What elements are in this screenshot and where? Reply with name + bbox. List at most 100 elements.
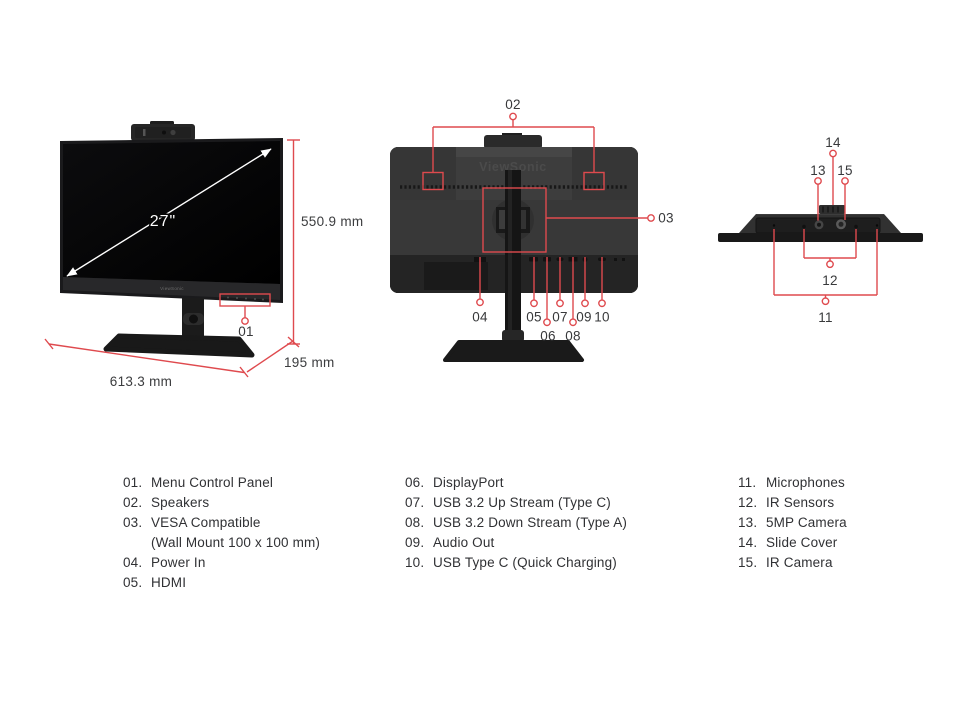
dimension-depth: 195 mm — [246, 336, 335, 373]
legend-label: USB 3.2 Up Stream (Type C) — [433, 494, 611, 510]
legend-item-01: 01. Menu Control Panel — [123, 473, 320, 493]
callout-01-label: 01 — [238, 324, 254, 339]
callout-audio-out: 09 — [576, 257, 592, 325]
callout-10-label: 10 — [594, 310, 610, 325]
legend-label: USB Type C (Quick Charging) — [433, 554, 617, 570]
callout-08-label: 08 — [565, 329, 581, 344]
microphone-left — [772, 224, 776, 227]
legend-label: Power In — [151, 554, 206, 570]
legend-label: IR Sensors — [766, 494, 835, 510]
callout-hdmi: 05 — [526, 257, 542, 325]
callout-03-label: 03 — [658, 211, 674, 226]
callout-14-label: 14 — [825, 135, 841, 150]
legend-item-03-cont: (Wall Mount 100 x 100 mm) — [123, 533, 320, 553]
dimension-width: 613.3 mm — [44, 338, 249, 389]
legend-label: Menu Control Panel — [151, 475, 274, 490]
back-brand-logo: ViewSonic — [479, 160, 547, 174]
legend-item-12: 12. IR Sensors — [738, 493, 847, 513]
callout-05-label: 05 — [526, 310, 542, 325]
back-view: ViewSonic 02 03 — [390, 97, 674, 362]
depth-dim-label: 195 mm — [284, 355, 335, 370]
legend-num: 13. — [738, 514, 758, 530]
callout-vesa: 03 — [482, 187, 674, 253]
legend-column-3: 11. Microphones 12. IR Sensors 13. 5MP C… — [738, 473, 847, 573]
legend-item-06: 06. DisplayPort — [405, 473, 627, 493]
callout-microphones: 11 — [773, 229, 878, 325]
legend-item-15: 15. IR Camera — [738, 553, 847, 573]
callout-camera-5mp: 13 — [810, 163, 826, 221]
legend-column-2: 06. DisplayPort 07. USB 3.2 Up Stream (T… — [405, 473, 627, 573]
callout-usb-up: 07 — [552, 257, 568, 325]
ir-sensor-left — [802, 224, 806, 229]
legend-item-10: 10. USB Type C (Quick Charging) — [405, 553, 627, 573]
callout-usb-c: 10 — [594, 257, 610, 325]
legend-num: 14. — [738, 534, 758, 550]
callout-ir-sensors: 12 — [803, 229, 857, 288]
legend-label: Slide Cover — [766, 534, 838, 550]
legend-item-09: 09. Audio Out — [405, 533, 627, 553]
legend-num: 07. — [405, 494, 425, 510]
ir-sensor-right — [854, 224, 858, 229]
legend-label: DisplayPort — [433, 475, 504, 490]
legend-label: HDMI — [151, 574, 187, 590]
front-brand-logo: ViewSonic — [160, 286, 184, 291]
legend-label: USB 3.2 Down Stream (Type A) — [433, 514, 628, 530]
dimension-height: 550.9 mm — [287, 139, 363, 345]
legend-num: 04. — [123, 554, 143, 570]
legend-num: 02. — [123, 494, 143, 510]
legend-item-07: 07. USB 3.2 Up Stream (Type C) — [405, 493, 627, 513]
callout-displayport: 06 — [540, 257, 556, 344]
legend-item-04: 04. Power In — [123, 553, 320, 573]
legend-num: 06. — [405, 475, 425, 490]
legend-num: 03. — [123, 514, 143, 530]
legend-item-14: 14. Slide Cover — [738, 533, 847, 553]
legend-num: 10. — [405, 554, 425, 570]
callout-ir-camera: 15 — [837, 163, 853, 220]
legend-num: 01. — [123, 475, 143, 490]
legend-num: 11. — [738, 475, 757, 490]
back-webcam-pod — [484, 135, 542, 149]
legend-num: 05. — [123, 574, 143, 590]
legend-column-1: 01. Menu Control Panel 02. Speakers 03. … — [123, 473, 320, 592]
callout-04-label: 04 — [472, 310, 488, 325]
screen-size-label: 27" — [150, 213, 176, 230]
legend-item-02: 02. Speakers — [123, 493, 320, 513]
legend-num: 09. — [405, 534, 425, 550]
callout-02-label: 02 — [505, 97, 521, 112]
legend-num: 08. — [405, 514, 425, 530]
legend-item-03: 03. VESA Compatible — [123, 513, 320, 533]
callout-usb-down: 08 — [565, 257, 581, 344]
back-stand — [443, 170, 584, 362]
legend-num — [123, 533, 151, 553]
slide-cover-tab — [819, 205, 845, 214]
legend-label: Audio Out — [433, 534, 495, 550]
front-webcam-pod — [131, 121, 195, 141]
callout-menu-panel: 01 — [219, 293, 271, 339]
callout-15-label: 15 — [837, 163, 853, 178]
front-control-buttons — [227, 296, 264, 301]
legend-label: VESA Compatible — [151, 514, 261, 530]
legend-item-08: 08. USB 3.2 Down Stream (Type A) — [405, 513, 627, 533]
legend-label: 5MP Camera — [766, 514, 847, 530]
front-view: ViewSonic 27" 01 550.9 mm — [44, 121, 363, 389]
legend-label: (Wall Mount 100 x 100 mm) — [151, 534, 321, 550]
height-dim-label: 550.9 mm — [301, 214, 363, 229]
callout-power-in: 04 — [472, 257, 488, 325]
width-dim-label: 613.3 mm — [110, 374, 172, 389]
callout-speakers: 02 — [422, 97, 605, 191]
diagonal-arrow — [66, 148, 272, 277]
callout-06-label: 06 — [540, 329, 556, 344]
legend-num: 15. — [738, 554, 758, 570]
callout-09-label: 09 — [576, 310, 592, 325]
legend-item-05: 05. HDMI — [123, 573, 320, 593]
legend-label: Speakers — [151, 494, 210, 510]
legend-item-11: 11. Microphones — [738, 473, 847, 493]
microphone-right — [875, 224, 879, 227]
callout-07-label: 07 — [552, 310, 568, 325]
legend-label: Microphones — [766, 475, 845, 490]
callout-11-label: 11 — [818, 310, 833, 325]
legend-item-13: 13. 5MP Camera — [738, 513, 847, 533]
ir-camera-lens — [836, 219, 846, 230]
